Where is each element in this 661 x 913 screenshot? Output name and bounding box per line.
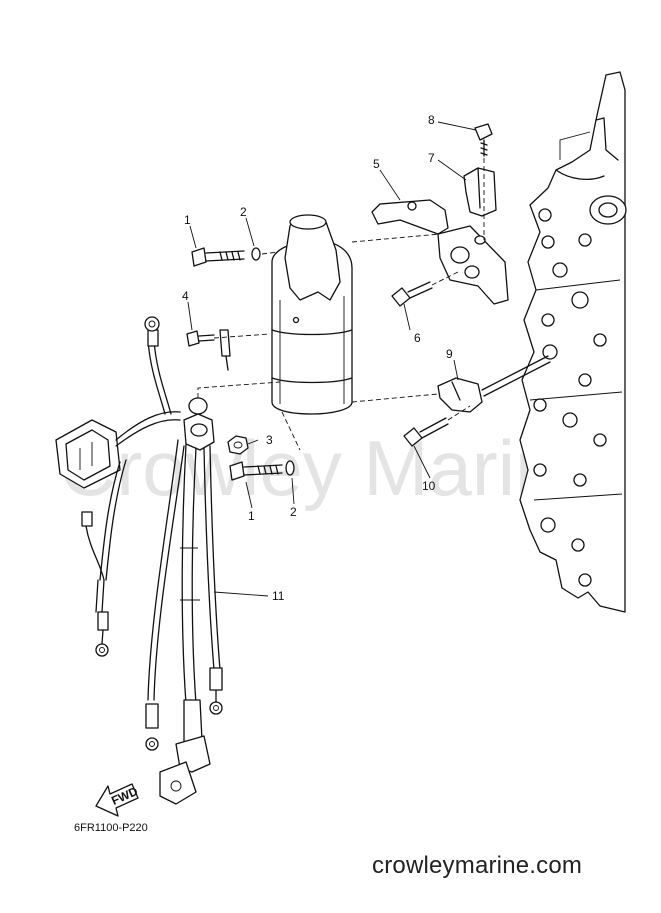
starter-motor: [271, 214, 441, 451]
callout-7: 7: [428, 151, 435, 165]
callout-2-bottom: 2: [290, 505, 297, 519]
bolt-1-top: [191, 247, 245, 267]
bracket-9: [437, 355, 551, 413]
callout-2-top: 2: [240, 205, 247, 219]
callout-6: 6: [414, 331, 421, 345]
washer-2-bottom: [285, 460, 295, 476]
callout-10: 10: [422, 479, 436, 493]
wire-harness-11: [55, 316, 281, 805]
bolt-6: [391, 271, 459, 307]
callouts: 1 2 4 5 7 8 6 9 3 10 1 2 11: [182, 113, 453, 603]
washer-2-top: [251, 247, 261, 261]
callout-4: 4: [182, 289, 189, 303]
callout-1-bottom: 1: [248, 509, 255, 523]
watermark-text: Crowley Marine: [60, 424, 602, 512]
callout-3: 3: [266, 433, 273, 447]
callout-11: 11: [272, 589, 285, 603]
callout-5: 5: [373, 157, 380, 171]
callout-8: 8: [428, 113, 435, 127]
nut-3: [227, 435, 249, 455]
leader-lines: [187, 121, 477, 597]
diagram-code: 6FR1100-P220: [74, 822, 148, 834]
clamp-7: [463, 167, 497, 217]
bolt-4: [186, 329, 271, 371]
bolt-8: [474, 123, 493, 157]
fwd-arrow-icon: FWD: [95, 783, 140, 817]
bolt-10: [403, 405, 471, 447]
bracket-5: [371, 199, 509, 305]
callout-1-top: 1: [184, 213, 191, 227]
engine-block: [519, 71, 627, 613]
site-name: crowleymarine.com: [372, 852, 583, 879]
bolt-1-bottom: [229, 461, 283, 481]
callout-9: 9: [446, 347, 453, 361]
